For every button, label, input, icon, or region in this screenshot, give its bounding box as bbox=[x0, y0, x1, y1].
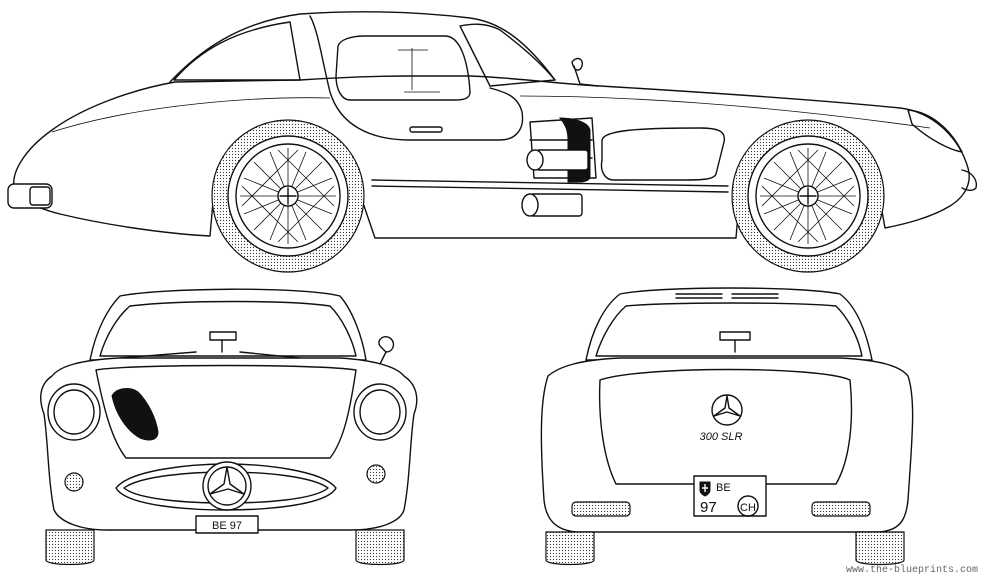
side-beltline bbox=[51, 95, 931, 133]
front-tyre-left bbox=[45, 529, 95, 566]
side-exhaust-upper bbox=[535, 149, 589, 171]
side-vent-panel bbox=[600, 127, 726, 181]
side-tail-lamp-lens bbox=[29, 186, 51, 206]
rear-roof-vent bbox=[675, 293, 779, 299]
rear-plate-top: BE bbox=[716, 482, 731, 494]
rear-interior-mirror bbox=[719, 331, 751, 353]
swiss-shield-icon bbox=[699, 481, 711, 497]
front-license-plate bbox=[195, 515, 259, 534]
front-windshield bbox=[99, 300, 357, 357]
rear-window bbox=[595, 302, 863, 357]
side-roof bbox=[169, 11, 556, 83]
watermark: www.the-blueprints.com bbox=[846, 564, 978, 576]
rear-model-badge: 300 SLR bbox=[700, 431, 743, 443]
rear-plate-bottom: 97 bbox=[700, 499, 717, 516]
front-fog-right bbox=[366, 464, 386, 484]
front-hood bbox=[95, 364, 357, 459]
side-rear-window bbox=[173, 21, 301, 81]
front-side-mirror bbox=[378, 336, 395, 365]
front-fog-left bbox=[64, 472, 84, 492]
side-headlamp bbox=[907, 109, 963, 153]
rear-body-outline bbox=[540, 357, 914, 533]
side-exhaust-upper-tip bbox=[526, 149, 544, 171]
side-front-wheel bbox=[731, 119, 885, 273]
side-exhaust-lower-tip bbox=[521, 193, 539, 217]
front-headlamp-right bbox=[353, 383, 407, 441]
front-roof bbox=[89, 288, 367, 361]
side-front-bumper bbox=[961, 169, 978, 191]
side-mirror bbox=[571, 57, 599, 87]
rear-tyre-right bbox=[855, 531, 905, 566]
side-rocker-line bbox=[371, 179, 729, 193]
rear-tail-lamp-right bbox=[811, 501, 871, 517]
side-rear-wheel bbox=[211, 119, 365, 273]
rear-roof bbox=[585, 287, 873, 361]
side-seat-frame bbox=[398, 48, 440, 93]
rear-tail-lamp-left bbox=[571, 501, 631, 517]
rear-view: 300 SLR BE 97 CH bbox=[540, 287, 914, 566]
side-door-handle bbox=[409, 126, 443, 133]
rear-trunk-lid bbox=[598, 368, 853, 485]
mercedes-star-icon bbox=[202, 461, 252, 511]
front-plate-text: BE 97 bbox=[212, 520, 242, 532]
side-door-outline bbox=[309, 15, 524, 141]
mercedes-star-icon bbox=[711, 394, 743, 426]
rear-tyre-left bbox=[545, 531, 595, 566]
front-mirror bbox=[209, 331, 237, 353]
front-wipers bbox=[119, 351, 301, 359]
front-headlamp-left bbox=[47, 383, 101, 441]
front-view: BE 97 bbox=[40, 288, 418, 566]
rear-plate-country: CH bbox=[740, 502, 756, 514]
front-tyre-right bbox=[355, 529, 405, 566]
front-air-scoop bbox=[111, 388, 159, 441]
side-windshield bbox=[459, 23, 556, 87]
side-view bbox=[7, 11, 978, 273]
side-door-window bbox=[335, 35, 471, 101]
